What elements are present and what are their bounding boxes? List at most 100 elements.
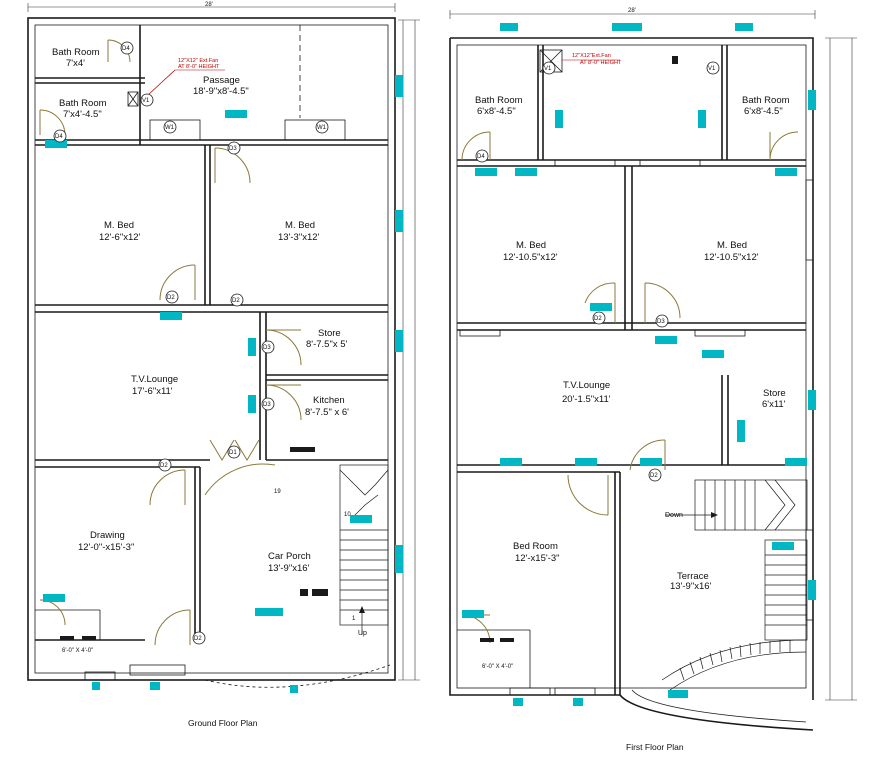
room-size: 12'-x15'-3" (515, 553, 560, 564)
room-name: Bed Room (513, 541, 558, 552)
room-name: M. Bed (717, 240, 747, 251)
first-dim-tag (573, 698, 583, 706)
first-dim-tag (808, 390, 816, 410)
first-dim-tag (500, 23, 518, 31)
room-name: Bath Room (742, 95, 790, 106)
ground-plan-title: Ground Floor Plan (188, 718, 258, 728)
ground-dim-tag (248, 395, 256, 413)
first-dim-tag (808, 580, 816, 600)
door-label: D4 (477, 154, 485, 160)
first-door-markers: V1 V1 D4 D2 D3 D2 (475, 61, 720, 482)
ground-step-top: 19 (274, 489, 281, 495)
first-dim-tag (775, 168, 797, 176)
ground-step-bottom: 1 (352, 616, 356, 622)
first-exfan-note-2: AT 8'-0" HEIGHT (580, 60, 622, 66)
ground-dim-tag (290, 685, 298, 693)
first-dim-tag (737, 420, 745, 442)
first-dim-tag (655, 336, 677, 344)
first-balcony-railing (661, 639, 807, 691)
door-label: D4 (122, 46, 130, 52)
room-size: 12'-10.5"x12' (503, 252, 558, 263)
first-dim-tag (735, 23, 753, 31)
door-label: D2 (650, 473, 658, 479)
first-floor-plan: 28' (449, 8, 857, 752)
door-label: D3 (229, 146, 237, 152)
door-label: D3 (657, 319, 665, 325)
ground-dim-tag (395, 330, 403, 352)
room-size: 6'x8'-4.5" (477, 106, 516, 117)
first-dim-tag (475, 168, 497, 176)
vent-label: V1 (544, 66, 552, 72)
vent-label: V1 (708, 66, 716, 72)
first-plan-title: First Floor Plan (626, 742, 684, 752)
ground-dim-tag (150, 682, 160, 690)
first-dim-tag (668, 690, 688, 698)
room-size: 7'x4' (66, 58, 85, 69)
door-label: D3 (263, 402, 271, 408)
room-name: M. Bed (285, 220, 315, 231)
first-exfan-note-1: 12"X12"Ext.Fan (572, 53, 611, 59)
ground-staircase (339, 464, 389, 635)
ground-exfan-note-1: 12"X12" Ext.Fan (178, 58, 218, 64)
room-name: Bath Room (475, 95, 523, 106)
ground-dim-tag (225, 110, 247, 118)
room-size: 12'-6"x12' (99, 232, 141, 243)
room-name: Bath Room (52, 47, 100, 58)
room-name: Passage (203, 75, 240, 86)
first-top-dimension: 28' (628, 8, 636, 14)
room-name: T.V.Lounge (131, 374, 178, 385)
door-label: D2 (594, 316, 602, 322)
first-dim-tag (555, 110, 563, 128)
ground-dim-tag (92, 682, 100, 690)
room-size: 18'-9"x8'-4.5" (193, 86, 249, 97)
room-size: 17'-6"x11' (132, 386, 173, 397)
ground-exfan-note-2: AT 8'-0" HEIGHT (178, 64, 220, 70)
window-size-note: 6'-0" X 4'-0" (482, 664, 513, 670)
first-dim-tag (612, 23, 642, 31)
room-name: Bath Room (59, 98, 107, 109)
ground-dim-tag (395, 210, 403, 232)
first-dim-tag (590, 303, 612, 311)
room-name: Car Porch (268, 551, 311, 562)
window-size-note: 6'-0" X 4'-0" (62, 648, 93, 654)
room-size: 6'x8'-4.5" (744, 106, 783, 117)
ground-dim-tag (160, 312, 182, 320)
first-dim-tag (785, 458, 807, 466)
ground-dim-tag (248, 338, 256, 356)
window-label: W1 (317, 125, 327, 131)
first-staircase (665, 479, 808, 641)
room-size: 20'-1.5"x11' (562, 394, 611, 405)
ground-step-mid: 10 (344, 512, 351, 518)
first-dim-tag (640, 458, 662, 466)
ground-dim-tag (350, 515, 372, 523)
room-size: 13'-3"x12' (278, 232, 320, 243)
room-name: Kitchen (313, 395, 345, 406)
ground-dim-tag (395, 75, 403, 97)
first-dim-tag (772, 542, 794, 550)
door-label: D3 (263, 345, 271, 351)
ground-top-dimension: 28' (205, 2, 213, 8)
room-size: 6'x11' (762, 399, 786, 410)
ground-dim-tag (395, 545, 403, 573)
window-label: W1 (165, 125, 175, 131)
door-label: D2 (232, 298, 240, 304)
first-down-label: Down (665, 512, 683, 519)
door-label: D1 (229, 450, 237, 456)
ground-dim-tag (45, 140, 67, 148)
room-name: T.V.Lounge (563, 380, 610, 391)
room-size: 8'-7.5" x 6' (305, 407, 349, 418)
ground-floor-plan: 28' (27, 2, 420, 728)
door-label: D4 (55, 134, 63, 140)
room-size: 12'-0"-x15'-3" (78, 542, 134, 553)
first-dim-tag (462, 610, 484, 618)
room-size: 7'x4'-4.5" (63, 109, 102, 120)
first-dim-tag (698, 110, 706, 128)
door-label: D2 (167, 295, 175, 301)
room-size: 13'-9"x16' (670, 581, 712, 592)
ground-dim-tag (255, 608, 283, 616)
room-size: 13'-9"x16' (268, 563, 310, 574)
room-name: M. Bed (104, 220, 134, 231)
ground-up-label: Up (358, 630, 367, 637)
door-label: D2 (194, 636, 202, 642)
